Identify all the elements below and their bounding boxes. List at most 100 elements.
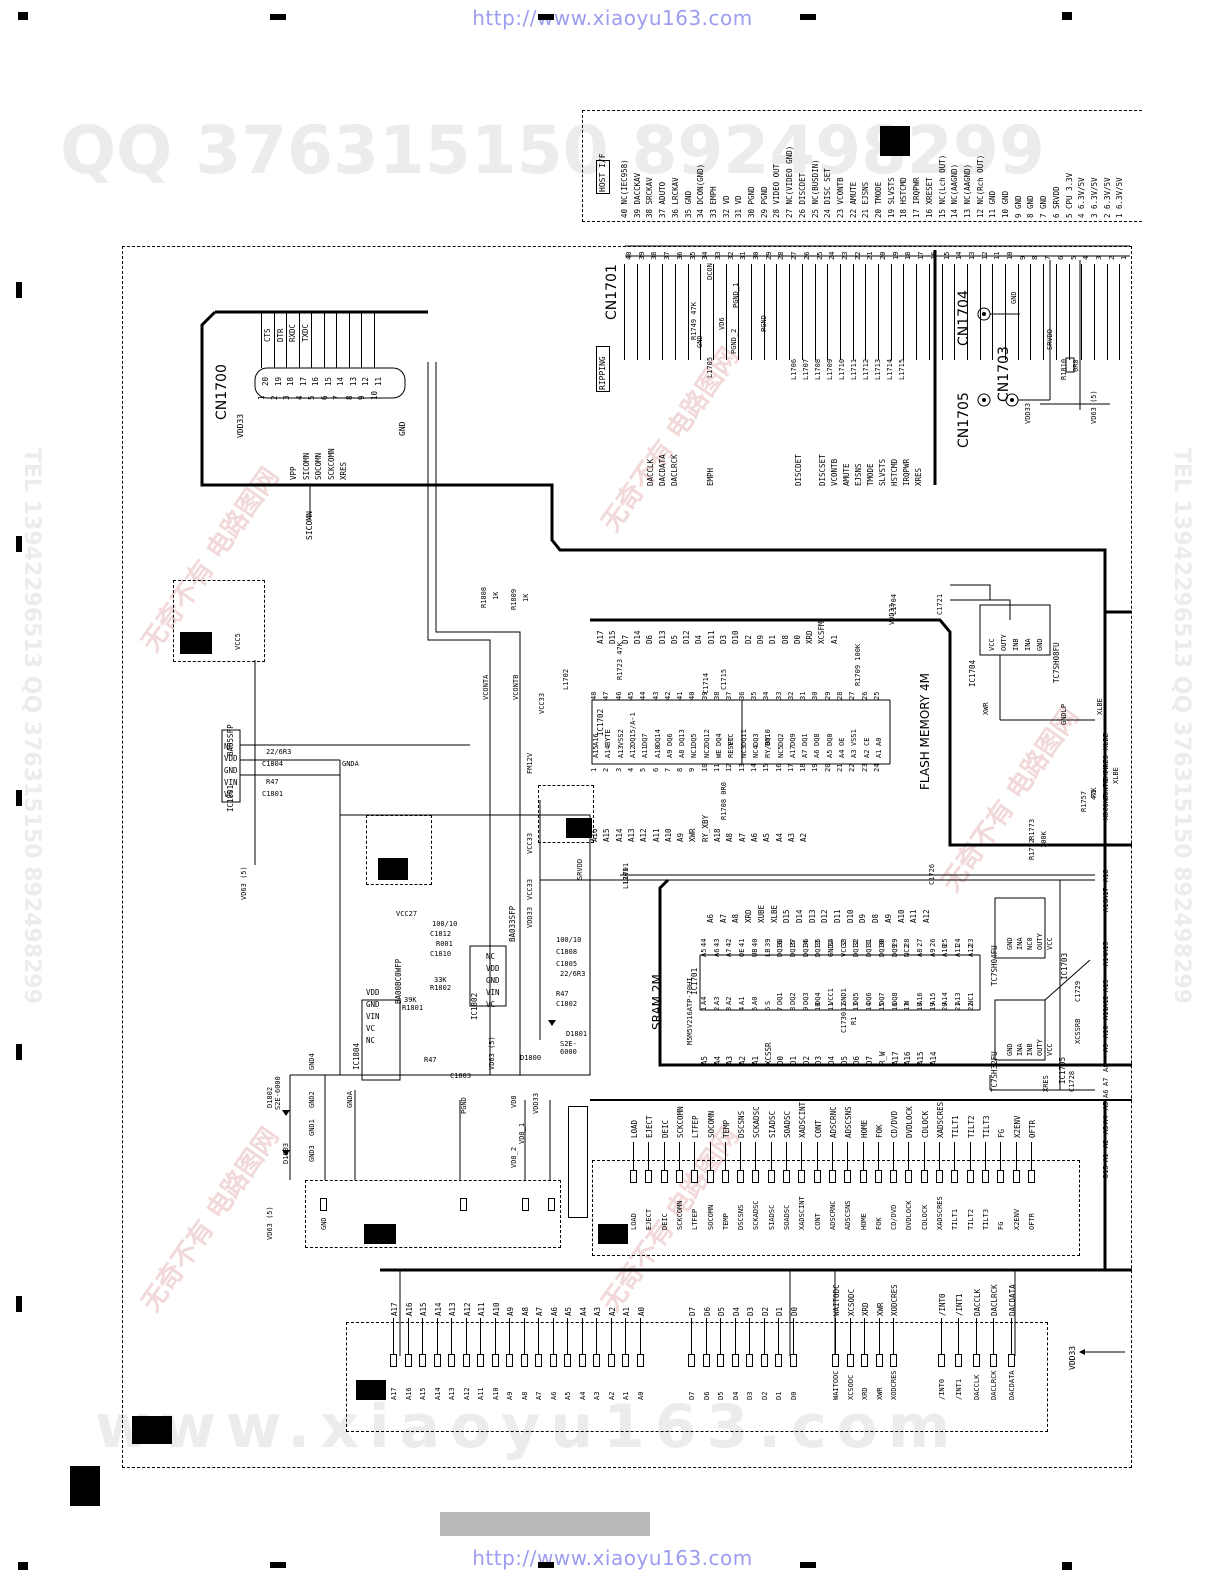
ic1703-pin: NC0	[1026, 937, 1034, 950]
bus-address-top: A7	[535, 1306, 544, 1316]
sram-top-pin-number: 44	[700, 938, 708, 947]
ic1802-component: R47	[556, 990, 569, 998]
power-label-frame	[568, 1106, 588, 1218]
flash-top-net: XCSFM	[817, 621, 827, 644]
cn1701-pin-wire	[674, 264, 676, 360]
regulator-net: R1808	[480, 586, 488, 608]
regulator-net: FM12V	[526, 752, 534, 774]
cn1700-bottom-pin: 8	[344, 395, 354, 400]
cn1700-top-pin: 19	[273, 376, 283, 386]
cn1700-top-pin: 15	[323, 376, 333, 386]
ic1802-part: BA033SFP	[508, 905, 517, 942]
flash-top-pin-name: DQ0	[825, 733, 834, 746]
cn1700-wire	[361, 312, 362, 368]
bus-control-bottom: XCSODC	[846, 1374, 855, 1400]
servo-signal-bottom: XADSCRES	[936, 1196, 944, 1230]
flash-bottom-net: A9	[676, 832, 686, 842]
sram-top-net: A6	[706, 913, 715, 923]
bus-data-top: D7	[688, 1306, 697, 1316]
flash-bottom-pin-name: A3	[850, 749, 859, 758]
bus-address-bottom: A16	[404, 1387, 413, 1400]
servo-wire	[908, 1142, 910, 1170]
flash-top-net: D9	[755, 634, 765, 644]
edge-net-label: A9	[1102, 1043, 1110, 1052]
servo-wire	[633, 1142, 634, 1170]
bus-data-pin	[760, 1354, 768, 1367]
cn1701-pin-wire	[979, 264, 981, 360]
flash-top-pin-number: 36	[737, 691, 746, 700]
power-connector-box	[305, 1180, 561, 1248]
flash-bottom-pin-name: RY/BY	[764, 736, 773, 758]
logic-component: R1757	[1080, 790, 1088, 812]
flash-top-pin-number: 44	[639, 691, 648, 700]
flash-bottom-pin-number: 7	[663, 767, 672, 772]
bus-address-pin	[564, 1354, 571, 1367]
bus-control-top: WAITODC	[832, 1284, 841, 1316]
edge-net-label: A11	[1102, 1007, 1110, 1020]
sram-bottom-pin-number: 7	[776, 1006, 785, 1011]
servo-signal-top: TEMP	[721, 1119, 731, 1138]
cn1701-pin-wire	[1081, 264, 1083, 360]
ic1801-pin: VC	[224, 790, 234, 799]
flash-bottom-net: A18	[713, 828, 722, 842]
bus-wire	[639, 1318, 641, 1354]
cn1701-pin-wire	[624, 264, 625, 360]
regulator-net: VCC33	[526, 832, 534, 854]
ic1703-part: TC7SH04FU	[990, 945, 999, 986]
sram-bottom-net: D5	[839, 1055, 849, 1065]
sram-bottom-pin-name: A2	[725, 996, 734, 1005]
flash-top-pin-name: VSS2	[616, 729, 625, 746]
sram-top-pin-number: 39	[763, 938, 772, 947]
cn1701-pin-wire	[751, 264, 752, 360]
ic1804-component: VCC27	[396, 910, 418, 918]
power-pin	[460, 1198, 467, 1211]
sram-bottom-pin-name: DQ7	[877, 992, 886, 1005]
cn1701-pin-wire	[1106, 264, 1108, 360]
bus-control-bottom: XWR	[875, 1387, 884, 1400]
sram-bottom-pin-name: DQ3	[801, 992, 810, 1005]
flash-top-pin-name: DQ14	[653, 729, 662, 746]
edge-net-label: A2	[1102, 1139, 1110, 1148]
servo-signal-bottom: TILT1	[951, 1208, 960, 1230]
ic1801-component: GNDA	[342, 760, 359, 768]
servo-signal-top: X2ENV	[1012, 1115, 1022, 1138]
servo-signal-top: FG	[997, 1128, 1007, 1138]
cn1700-wire	[298, 312, 300, 368]
flash-bottom-net: A12	[639, 828, 649, 842]
flash-bottom-pin-number: 18	[799, 763, 808, 772]
bus-address-top: A1	[622, 1306, 631, 1316]
cn1700-wire	[311, 312, 312, 368]
bus-address-bottom: A4	[578, 1391, 587, 1400]
reg-mark	[1062, 1562, 1072, 1570]
sram-bottom-net: A3	[725, 1055, 735, 1065]
ic1704-ref: IC1704	[968, 659, 977, 687]
cn1701-pin-wire	[1068, 264, 1070, 360]
power-net-label: GNDA	[346, 1091, 354, 1108]
host-if-marker	[880, 126, 910, 156]
cn1701-pin-wire	[839, 264, 841, 360]
flash-top-pin-number: 34	[762, 691, 771, 700]
bus-connector-marker	[356, 1380, 386, 1400]
servo-wire	[954, 1142, 956, 1170]
bus-address-pin	[520, 1354, 528, 1367]
sram-component: R1	[850, 1016, 858, 1025]
flash-bottom-pin-number: 9	[688, 767, 697, 772]
ic1704-pin: INB	[1012, 638, 1020, 651]
bus-data-pin	[688, 1354, 695, 1367]
servo-signal-top: HOME	[859, 1119, 869, 1138]
bus-address-bottom: A12	[462, 1387, 471, 1400]
servo-signal-bottom: TEMP	[721, 1213, 730, 1230]
sram-part: M5M5V216ATP-70HI	[686, 977, 694, 1045]
bus-control-top: XODCRES	[890, 1284, 899, 1316]
ic1703-pin: GND	[1006, 937, 1014, 950]
bus-address-bottom: A11	[477, 1387, 485, 1400]
ic1704-misc: VDD33	[888, 603, 896, 625]
edge-net-label: A7	[1102, 1077, 1110, 1086]
flash-top-pin-name: DQ15/A-1	[628, 712, 637, 746]
right-connector-label: VD63 (5)	[1090, 390, 1098, 424]
bus-address-top: A10	[491, 1302, 501, 1316]
sram-top-pin-name: A6	[712, 948, 721, 957]
host-signal: IRQPWR	[902, 458, 911, 486]
